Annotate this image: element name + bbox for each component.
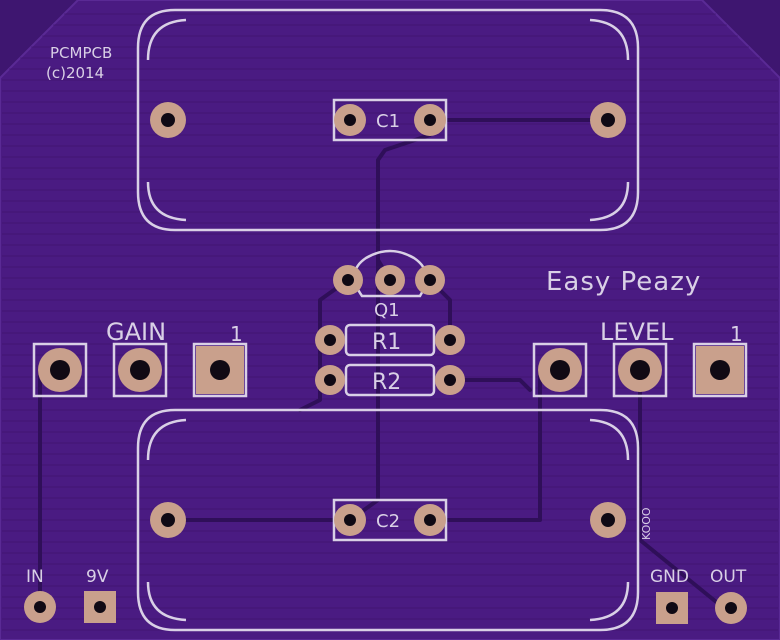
hole-top-left (161, 113, 175, 127)
hole-in (34, 601, 46, 613)
bottom-pot-inner-bl (146, 581, 187, 622)
level-pad-box-3 (692, 342, 748, 398)
bottom-pot-inner-br (589, 581, 630, 622)
r1-label: R1 (372, 330, 401, 355)
hole-9v (94, 601, 106, 613)
top-pot-inner-br (589, 181, 630, 222)
bottom-pot-outline (136, 408, 640, 632)
maker-label: PCMPCB (50, 44, 112, 62)
gain-pad-box-1 (32, 342, 88, 398)
hole-r2-a (324, 374, 336, 386)
hole-c1-a (344, 114, 356, 126)
hole-gain-3 (210, 360, 230, 380)
copyright-label: (c)2014 (46, 64, 104, 82)
gain-pin1-label: 1 (230, 322, 243, 346)
hole-gnd (666, 602, 678, 614)
hole-top-right (601, 113, 615, 127)
hole-c2-a (344, 514, 356, 526)
hole-out (725, 602, 737, 614)
hole-level-1 (550, 360, 570, 380)
in-label: IN (26, 567, 44, 587)
level-pin1-label: 1 (730, 322, 743, 346)
c1-label: C1 (376, 111, 400, 132)
hole-level-2 (630, 360, 650, 380)
level-label: LEVEL (600, 318, 674, 346)
r2-label: R2 (372, 370, 401, 395)
c2-label: C2 (376, 511, 400, 532)
r2-outline (344, 363, 436, 397)
top-pot-inner-bl (146, 181, 187, 222)
r1-outline (344, 323, 436, 357)
trace-r2-right (448, 378, 532, 392)
hole-c1-b (424, 114, 436, 126)
hole-bottom-right (601, 513, 615, 527)
hole-q1-b (384, 274, 396, 286)
hole-q1-c (424, 274, 436, 286)
gain-label: GAIN (106, 318, 166, 346)
bottom-pot-inner-tr (589, 418, 630, 461)
hole-q1-a (342, 274, 354, 286)
hole-bottom-left (161, 513, 175, 527)
title-label: Easy Peazy (546, 267, 701, 297)
top-pot-outline (136, 8, 640, 232)
gnd-label: GND (650, 567, 689, 587)
silkscreen-text: PCMPCB (c)2014 Easy Peazy GAIN 1 LEVEL 1… (26, 44, 747, 587)
top-pot-inner-tl (146, 18, 187, 61)
hole-r1-b (444, 334, 456, 346)
hole-r1-a (324, 334, 336, 346)
out-label: OUT (710, 567, 747, 587)
bottom-pot-inner-tl (146, 418, 187, 461)
gain-pad-box-3 (192, 342, 248, 398)
side-label: KOOO (640, 507, 653, 540)
level-pad-box-2 (612, 342, 668, 398)
hole-gain-1 (50, 360, 70, 380)
gain-pad-box-2 (112, 342, 168, 398)
hole-c2-b (424, 514, 436, 526)
hole-r2-b (444, 374, 456, 386)
top-pot-inner-tr (589, 18, 630, 61)
9v-label: 9V (86, 567, 109, 587)
pads (24, 102, 747, 624)
hole-level-3 (710, 360, 730, 380)
hole-gain-2 (130, 360, 150, 380)
q1-label: Q1 (374, 300, 400, 321)
level-pad-box-1 (532, 342, 588, 398)
